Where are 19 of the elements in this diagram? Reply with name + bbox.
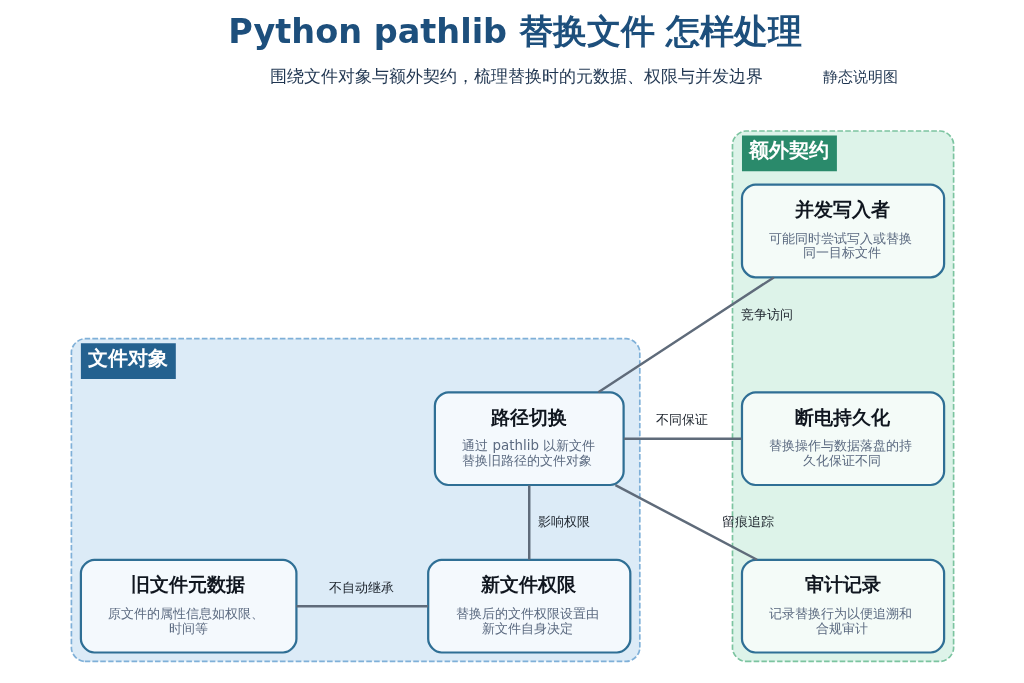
edge-label: 竞争访问 [740,306,793,322]
edge-label: 不自动继承 [328,579,394,595]
connector [295,604,428,608]
connector [623,437,742,440]
connector [614,484,758,561]
node-box: 审计记录 记录替换行为以便追溯和合规审计 [740,558,945,654]
edge-label: 留痕追踪 [721,514,774,530]
connector [597,276,774,394]
connector [527,485,530,560]
edge-label: 不同保证 [655,412,708,428]
node-box: 旧文件元数据 原文件的属性信息如权限、时间等 [79,558,298,654]
edge-label: 影响权限 [537,514,590,530]
label: 静态说明图 [822,69,898,86]
node-box: 断电持久化 替换操作与数据落盘的持久化保证不同 [740,391,945,487]
node-box: 路径切换 通过 pathlib 以新文件替换旧路径的文件对象 [433,391,625,487]
diagram-title: Python pathlib 替换文件 怎样处理 [227,11,802,51]
label: 围绕文件对象与额外契约，梳理替换时的元数据、权限与并发边界 [269,66,763,87]
node-box: 新文件权限 替换后的文件权限设置由新文件自身决定 [426,558,631,654]
node-box: 并发写入者 可能同时尝试写入或替换同一目标文件 [740,183,945,279]
